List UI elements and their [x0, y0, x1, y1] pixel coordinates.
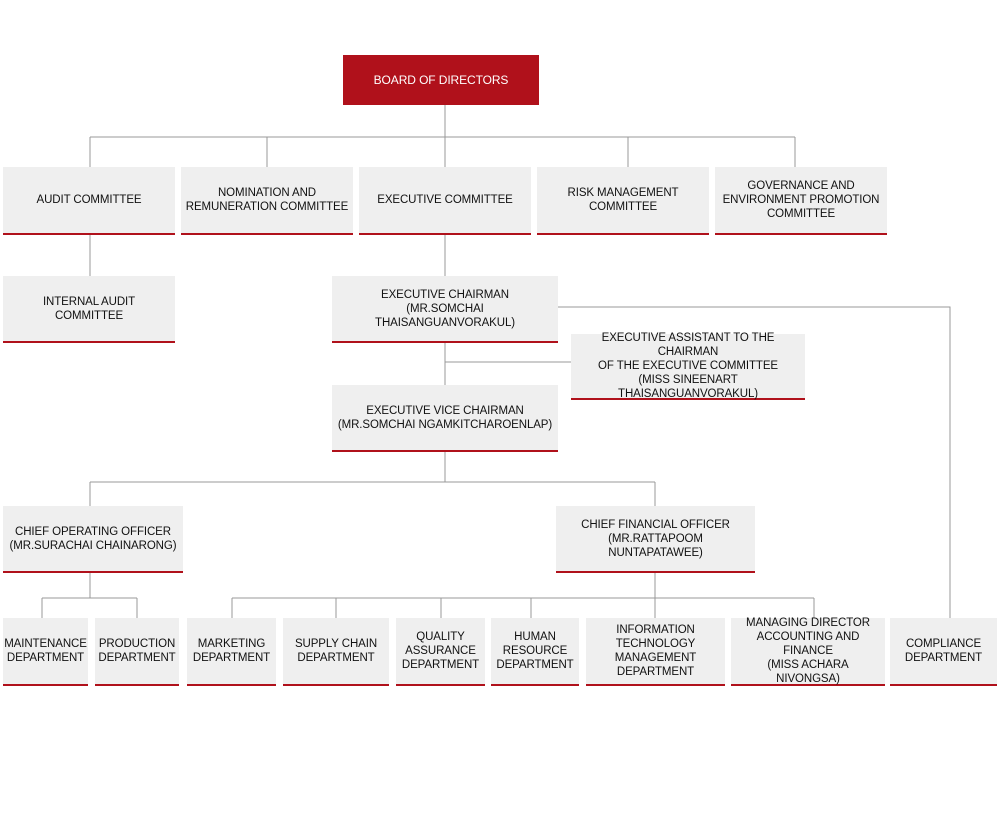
supply-chain-department-box: SUPPLY CHAIN DEPARTMENT — [283, 618, 389, 686]
human-resource-department-box: HUMAN RESOURCE DEPARTMENT — [491, 618, 579, 686]
board-of-directors-box: BOARD OF DIRECTORS — [343, 55, 539, 105]
executive-assistant-box: EXECUTIVE ASSISTANT TO THE CHAIRMAN OF T… — [571, 332, 805, 400]
executive-chairman-box: EXECUTIVE CHAIRMAN (MR.SOMCHAI THAISANGU… — [332, 276, 558, 343]
internal-audit-committee-box: INTERNAL AUDIT COMMITTEE — [3, 276, 175, 343]
md-accounting-finance-box: MANAGING DIRECTOR ACCOUNTING AND FINANCE… — [731, 617, 885, 686]
executive-committee-box: EXECUTIVE COMMITTEE — [359, 167, 531, 235]
governance-committee-box: GOVERNANCE AND ENVIRONMENT PROMOTION COM… — [715, 167, 887, 235]
nomination-committee-box: NOMINATION AND REMUNERATION COMMITTEE — [181, 167, 353, 235]
executive-vice-chairman-box: EXECUTIVE VICE CHAIRMAN (MR.SOMCHAI NGAM… — [332, 385, 558, 452]
risk-management-committee-box: RISK MANAGEMENT COMMITTEE — [537, 167, 709, 235]
audit-committee-box: AUDIT COMMITTEE — [3, 167, 175, 235]
chief-financial-officer-box: CHIEF FINANCIAL OFFICER (MR.RATTAPOOM NU… — [556, 506, 755, 573]
compliance-department-box: COMPLIANCE DEPARTMENT — [890, 618, 997, 686]
production-department-box: PRODUCTION DEPARTMENT — [95, 618, 179, 686]
chief-operating-officer-box: CHIEF OPERATING OFFICER (MR.SURACHAI CHA… — [3, 506, 183, 573]
it-management-department-box: INFORMATION TECHNOLOGY MANAGEMENT DEPART… — [586, 618, 725, 686]
marketing-department-box: MARKETING DEPARTMENT — [187, 618, 276, 686]
quality-assurance-department-box: QUALITY ASSURANCE DEPARTMENT — [396, 618, 485, 686]
maintenance-department-box: MAINTENANCE DEPARTMENT — [3, 618, 88, 686]
connector-chairman-compliance — [558, 306, 951, 630]
